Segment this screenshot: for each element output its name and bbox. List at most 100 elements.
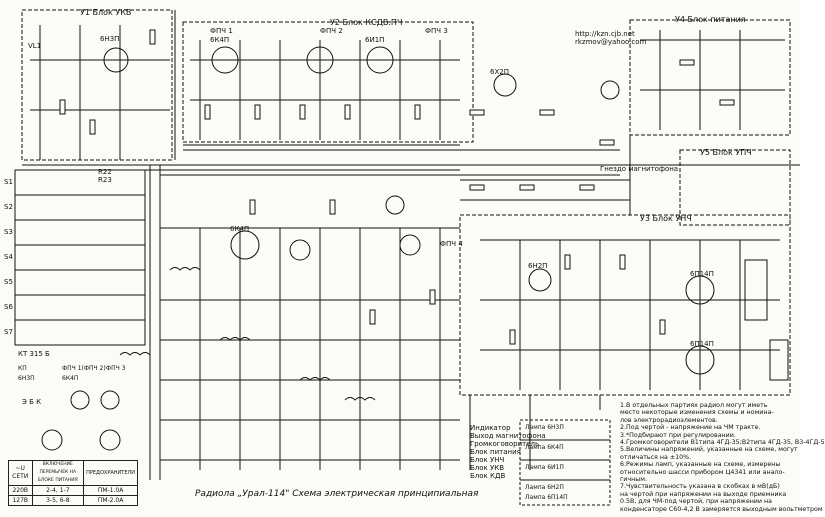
label-lamp-6i1p: Лампа 6И1П	[525, 464, 564, 471]
switch-row-label: S1	[4, 178, 13, 186]
lamp-6x2p	[493, 73, 517, 97]
lamp-label-6n2p: 6Н2П	[528, 262, 548, 270]
note-line: 7.Чувствительность указана в скобках в м…	[620, 483, 780, 491]
lamp-6n3p	[103, 47, 129, 73]
switch-row-label: S6	[4, 303, 13, 311]
note-line: место некоторые изменения схемы и номина…	[620, 409, 774, 417]
filter-fpch2: ФПЧ 2	[320, 27, 343, 35]
lamp-label-6x2p: 6Х2П	[490, 68, 509, 76]
switch-row-label: S3	[4, 228, 13, 236]
voltage-cell: 2-4, 1-7	[31, 485, 85, 496]
note-line: конденсаторе С60-4,2 В замеряется выходн…	[620, 505, 823, 513]
block-kdv-title: У2 Блок КСДВ.ПЧ	[330, 18, 403, 27]
transistor-v2	[399, 234, 421, 256]
lamp-label-6k4p-if: 6К4П	[230, 225, 250, 233]
block-power-title: У4 Блок питания	[675, 15, 746, 24]
label-indicator: Индикатор	[470, 424, 511, 432]
lamp-label-6p14p-1: 6П14П	[690, 270, 714, 278]
lamp-label-6k4p: 6К4П	[210, 36, 230, 44]
note-line: 2.Под чертой - напряжение на ЧМ тракте.	[620, 424, 761, 432]
lamp-6k4p-2	[366, 46, 394, 74]
block-unch-outline	[459, 214, 791, 396]
label-magnetophone: Гнездо магнитофона	[600, 165, 679, 173]
note-line: 5.Величины напряжений, указанные на схем…	[620, 446, 798, 454]
notes-block: 1.В отдельных партиях радиол могут иметь…	[620, 402, 825, 513]
label-speaker: Громкоговоритель	[470, 440, 540, 448]
label-vl1: VL1	[28, 42, 42, 50]
voltage-table: ~U СЕТИ ВКЛЮЧЕНИЕ ПЕРЕМЫЧЕК НА БЛОКЕ ПИТ…	[8, 460, 138, 506]
voltage-cell: 3-5, 6-8	[31, 495, 85, 506]
note-line: на чертой при напряжении на выходе прием…	[620, 490, 787, 498]
block-unch-title: У3 Блок УНЧ	[640, 214, 692, 223]
switch-row-label: S5	[4, 278, 13, 286]
switch-bottom-label: 6К4П	[62, 375, 79, 382]
transistor-v1	[289, 239, 311, 261]
switch-row-label: S7	[4, 328, 13, 336]
note-line: 1.В отдельных партиях радиол могут иметь	[620, 402, 768, 409]
voltage-head-jumpers: ВКЛЮЧЕНИЕ ПЕРЕМЫЧЕК НА БЛОКЕ ПИТАНИЯ	[31, 460, 85, 486]
voltage-cell: 127В	[8, 495, 33, 506]
label-kt315: КТ 315 Б	[18, 350, 50, 358]
voltage-cell: ПМ-2.0А	[83, 495, 138, 506]
lamp-6k4p-if	[230, 230, 260, 260]
socket-1	[41, 429, 63, 451]
transistor-v6	[385, 195, 405, 215]
email-text: rkzmov@yahoo.com	[575, 38, 647, 46]
lamp-6k4p-1	[211, 46, 239, 74]
note-line: относительно шасси прибором Ц4341 или ан…	[620, 468, 785, 476]
block-kdv-outline	[182, 21, 474, 143]
connector-block	[519, 419, 611, 506]
block-ukv-outline	[21, 9, 173, 161]
voltage-head-fuses: ПРЕДОХРАНИТЕЛИ	[83, 460, 138, 486]
label-lamp-6n3p: Лампа 6Н3П	[525, 424, 564, 431]
label-lamp-6n2p: Лампа 6Н2П	[525, 484, 564, 491]
block-power-outline	[629, 19, 791, 136]
label-ebk: Э Б К	[22, 398, 42, 406]
lamp-6i1p	[306, 46, 334, 74]
schematic-title: Радиола „Урал-114" Схема электрическая п…	[195, 489, 479, 499]
socket-4	[100, 390, 120, 410]
note-line: 3.*Подбирают при регулировании.	[620, 431, 736, 439]
filter-fpch3: ФПЧ 3	[425, 27, 448, 35]
voltage-cell: 220В	[8, 485, 33, 496]
block-ukv-title: У1 Блок УКВ	[80, 8, 132, 17]
switch-bottom-label: 6Н3П	[18, 375, 35, 382]
switch-bottom-label: ФПЧ 3	[106, 365, 126, 372]
schematic-wiring	[14, 9, 800, 506]
lamp-indicator	[600, 80, 620, 100]
note-line: 4.Громкоговорители B1типа 4ГД-35;B2типа …	[620, 439, 825, 447]
block-upch-outline	[679, 149, 791, 226]
label-ukv-block: Блок УКВ	[470, 464, 505, 472]
note-line: 0.5В, для ЧМ-под чертой, при напряжении …	[620, 498, 772, 506]
lamp-label-6n3p: 6Н3П	[100, 35, 120, 43]
label-r23: R23	[98, 176, 112, 184]
lamp-6p14p-2	[685, 345, 715, 375]
schematic-canvas: У1 Блок УКВ У2 Блок КСДВ.ПЧ У4 Блок пита…	[4, 8, 825, 513]
note-line: 6.Режимы ламп, указанные на схеме, измер…	[620, 461, 781, 469]
label-unch-block: Блок УНЧ	[470, 456, 505, 464]
url-link[interactable]: http://kzn.cjb.net	[575, 30, 635, 38]
label-lamp-6p14p: Лампа 6П14П	[525, 494, 568, 501]
voltage-cell: ПМ-1.0А	[83, 485, 138, 496]
socket-2	[99, 429, 121, 451]
lamp-6p14p-1	[685, 275, 715, 305]
filter-fpch4: ФПЧ 4	[440, 240, 463, 248]
note-line: лов электрорадиоэлементов.	[620, 416, 718, 424]
switch-row-label: S4	[4, 253, 13, 261]
switch-row-label: S2	[4, 203, 13, 211]
lamp-label-6p14p-2: 6П14П	[690, 340, 714, 348]
filter-fpch1: ФПЧ 1	[210, 27, 233, 35]
block-upch-title: У5 Блок УПЧ	[700, 148, 752, 157]
socket-3	[70, 390, 90, 410]
voltage-head-mains: ~U СЕТИ	[8, 460, 33, 486]
lamp-label-6i1p: 6И1П	[365, 36, 385, 44]
label-power-block: Блок питания	[470, 448, 521, 456]
label-lamp-6k4p: Лампа 6К4П	[525, 444, 564, 451]
switch-bottom-label: ФПЧ 1(ФПЧ 2)	[62, 365, 106, 372]
note-line: отличаться на ±10%.	[620, 453, 692, 461]
lamp-6n2p	[528, 268, 552, 292]
note-line: гичным.	[620, 476, 647, 484]
label-magnet-out: Выход магнитофона	[470, 432, 546, 440]
label-kdv-block: Блок КДВ	[470, 472, 506, 480]
switch-bottom-label: КП	[18, 365, 27, 372]
